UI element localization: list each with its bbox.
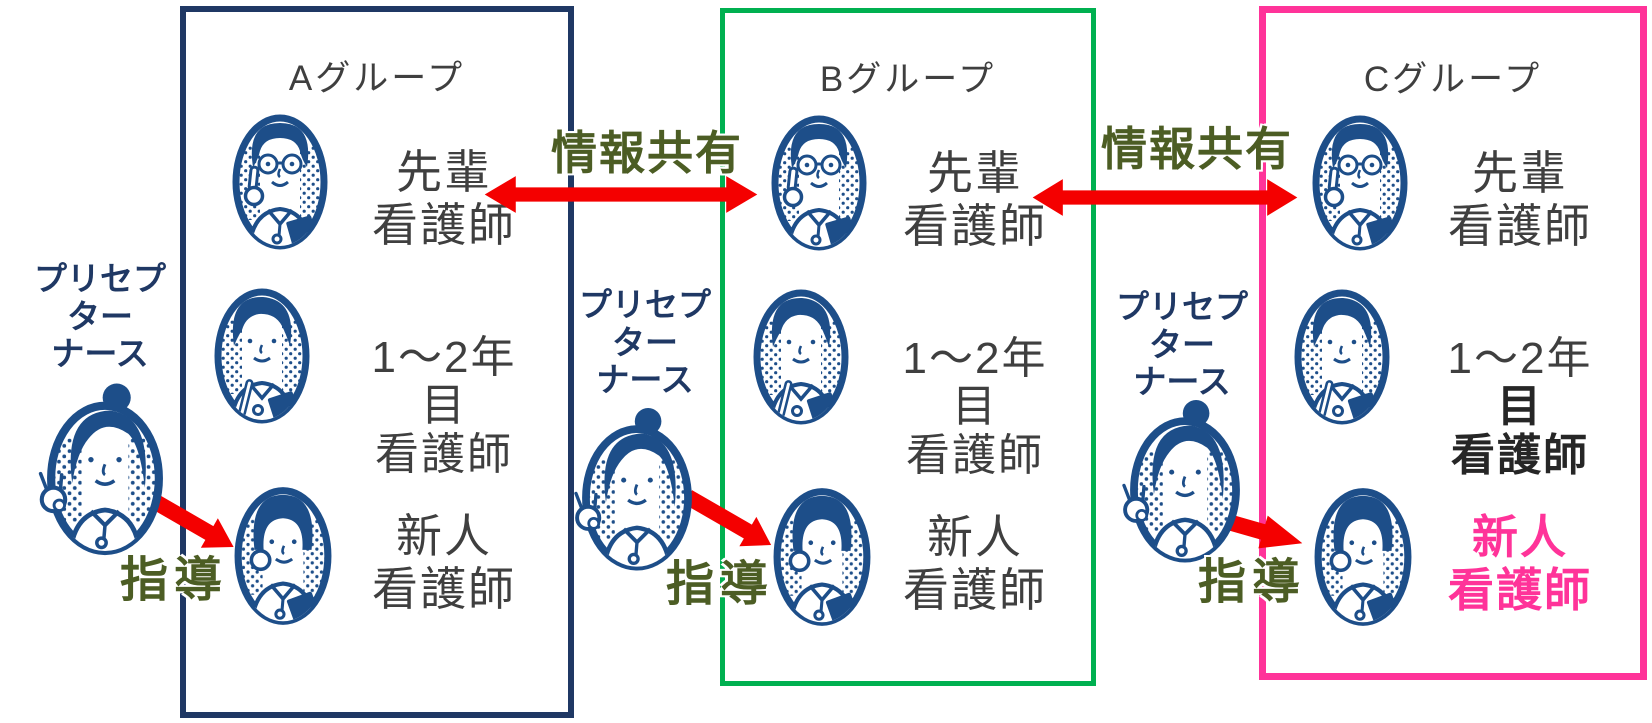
label-line: 看護師 — [375, 429, 513, 479]
label-line: 看護師 — [1448, 564, 1592, 617]
group-box-a: Aグループ 先輩 看護師 1～2年 目 看護師 新人 看護師 — [180, 6, 574, 718]
label-line: 新人 — [927, 511, 1023, 563]
label-line: 看護師 — [372, 199, 516, 252]
senior-nurse-label: 先輩 看護師 — [1404, 147, 1636, 254]
label-line: 看護師 — [1451, 430, 1589, 480]
junior-nurse-label: 1～2年 目 看護師 — [863, 334, 1087, 480]
junior-nurse-icon — [751, 281, 851, 431]
label-line: 先輩 — [927, 147, 1023, 199]
preceptor-label: プリセプ ター ナース — [1092, 288, 1272, 401]
new-nurse-label: 新人 看護師 — [324, 510, 564, 617]
group-box-b: Bグループ 先輩 看護師 1～2年 目 看護師 新人 看護師 — [720, 8, 1096, 686]
senior-nurse-icon — [230, 108, 330, 254]
senior-nurse-label: 先輩 看護師 — [863, 147, 1087, 254]
senior-nurse-icon — [769, 109, 869, 255]
label-line: 1～2年 — [902, 334, 1048, 383]
label-line: プリセプ — [1116, 288, 1248, 325]
group-title: Cグループ — [1363, 60, 1543, 99]
group-box-c: Cグループ 先輩 看護師 1～2年 目 看護師 新人 看護師 — [1259, 6, 1647, 680]
preceptor-nurse-icon — [1114, 396, 1256, 566]
label-line: 1～2年 — [371, 333, 517, 382]
new-nurse-icon — [771, 481, 873, 631]
preceptor-label: プリセプ ター ナース — [555, 286, 735, 399]
preceptor-label: プリセプ ター ナース — [10, 260, 190, 373]
new-nurse-label: 新人 看護師 — [863, 511, 1087, 618]
junior-nurse-label: 1～2年 目 看護師 — [1404, 334, 1636, 480]
label-line: プリセプ — [34, 260, 166, 297]
label-line: 目 — [421, 381, 467, 431]
label-line: ナース — [51, 335, 149, 373]
guidance-label: 指導 — [120, 554, 229, 607]
label-line: 看護師 — [903, 200, 1047, 253]
guidance-label: 指導 — [666, 558, 775, 611]
label-line: 新人 — [396, 510, 492, 562]
label-line: 看護師 — [1448, 200, 1592, 253]
label-line: 新人 — [1472, 511, 1568, 563]
label-line: 先輩 — [1472, 147, 1568, 199]
new-nurse-icon — [232, 480, 334, 630]
label-line: ナース — [1133, 363, 1231, 401]
label-line: 1～2年 — [1447, 334, 1593, 383]
new-nurse-label: 新人 看護師 — [1404, 511, 1636, 618]
label-line: 目 — [1497, 382, 1543, 432]
group-title: Bグループ — [819, 60, 997, 99]
junior-nurse-label: 1～2年 目 看護師 — [324, 333, 564, 479]
info-share-label: 情報共有 — [1101, 123, 1293, 175]
info-share-label: 情報共有 — [551, 127, 743, 179]
label-line: ター — [67, 297, 133, 335]
label-line: 看護師 — [903, 564, 1047, 617]
guidance-label: 指導 — [1198, 556, 1307, 609]
info-share-arrow-icon — [1031, 176, 1299, 219]
label-line: ター — [612, 323, 678, 361]
label-line: ナース — [596, 361, 694, 399]
label-line: 先輩 — [396, 146, 492, 198]
label-line: プリセプ — [579, 286, 711, 323]
label-line: 目 — [952, 382, 998, 432]
junior-nurse-icon — [212, 280, 312, 430]
label-line: ター — [1149, 325, 1215, 363]
label-line: 看護師 — [372, 563, 516, 616]
junior-nurse-icon — [1292, 281, 1392, 431]
senior-nurse-label: 先輩 看護師 — [324, 146, 564, 253]
preceptor-nurse-icon — [30, 380, 180, 558]
new-nurse-icon — [1312, 481, 1414, 631]
label-line: 看護師 — [906, 430, 1044, 480]
group-title: Aグループ — [288, 59, 466, 98]
